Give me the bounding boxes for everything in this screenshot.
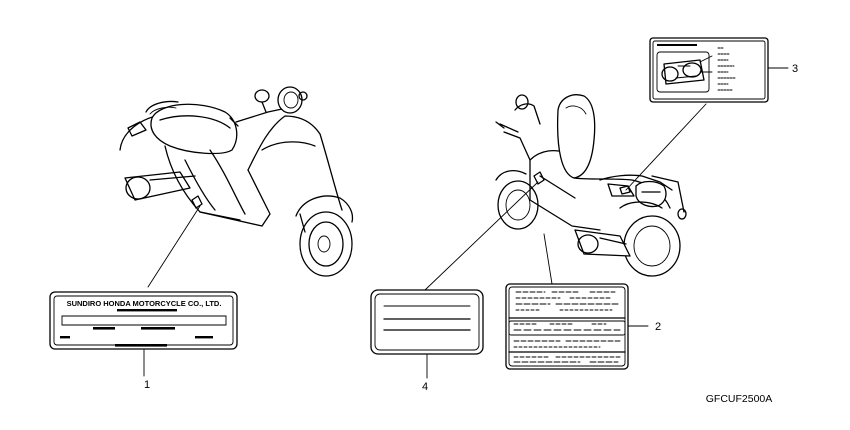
leader-line-2: [543, 233, 553, 285]
caution-label-4: [370, 289, 484, 355]
leader-line-3: [625, 103, 707, 191]
callout-3: 3: [792, 63, 798, 75]
plate-1-header-text: SUNDIRO HONDA MOTORCYCLE CO., LTD.: [67, 299, 222, 308]
caution-label-3: [649, 37, 769, 103]
scooter-left-illustration: [119, 86, 354, 277]
caution-plate-1: SUNDIRO HONDA MOTORCYCLE CO., LTD.: [49, 291, 238, 350]
part-code: GFCUF2500A: [706, 393, 773, 405]
caution-label-2: [505, 283, 629, 370]
leader-line-1: [147, 205, 201, 288]
callout-2: 2: [655, 321, 661, 333]
callout-1: 1: [144, 379, 150, 391]
leader-line-4: [424, 181, 539, 291]
scooter-right-illustration: [495, 94, 687, 277]
callout-4: 4: [422, 381, 428, 393]
